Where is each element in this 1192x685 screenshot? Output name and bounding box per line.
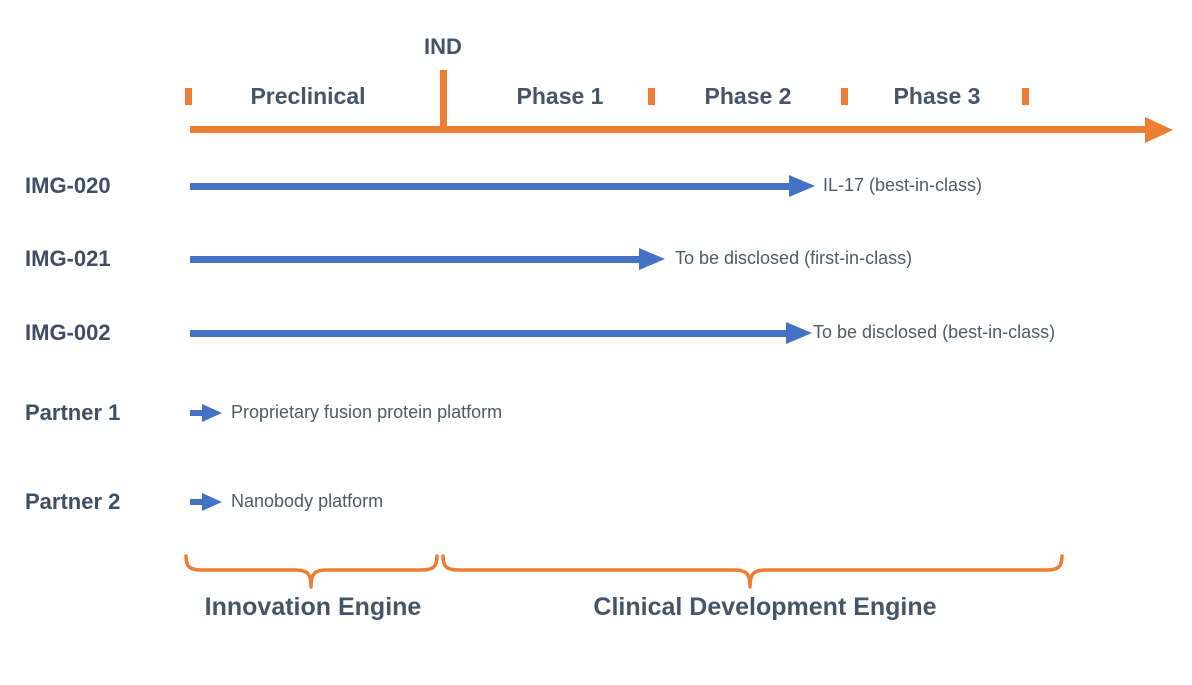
progress-arrow	[190, 322, 812, 344]
arrow-head-icon	[639, 248, 665, 270]
program-name: Partner 2	[25, 489, 121, 514]
ind-tick-mark	[440, 70, 447, 130]
innovation-engine-label: Innovation Engine	[204, 593, 422, 621]
arrow-shaft	[190, 183, 791, 190]
program-name: IMG-002	[25, 320, 111, 345]
innovation-engine-brace	[184, 554, 439, 589]
progress-arrow	[190, 493, 222, 511]
arrow-shaft	[190, 256, 641, 263]
phase-label-phase3: Phase 3	[893, 83, 981, 109]
phase-divider-tick	[185, 88, 192, 105]
progress-arrow	[190, 404, 222, 422]
phase-label-phase2: Phase 2	[704, 83, 792, 109]
arrow-head-icon	[202, 493, 222, 511]
phase-label-phase1: Phase 1	[516, 83, 604, 109]
arrow-head-icon	[789, 175, 815, 197]
program-annotation: To be disclosed (best-in-class)	[813, 322, 1056, 342]
program-name: IMG-020	[25, 173, 111, 198]
program-annotation: To be disclosed (first-in-class)	[675, 248, 913, 268]
program-name: Partner 1	[25, 400, 121, 425]
program-annotation: Proprietary fusion protein platform	[231, 402, 503, 422]
progress-arrow	[190, 248, 665, 270]
phase-label-preclinical: Preclinical	[250, 83, 366, 109]
arrow-head-icon	[202, 404, 222, 422]
program-annotation: Nanobody platform	[231, 491, 384, 511]
ind-label: IND	[424, 34, 462, 59]
progress-arrow	[190, 175, 815, 197]
program-name: IMG-021	[25, 246, 111, 271]
timeline-axis-arrowhead-icon	[1145, 117, 1173, 143]
timeline-axis	[190, 126, 1145, 133]
arrow-shaft	[190, 410, 204, 416]
clinical-engine-brace	[441, 554, 1064, 589]
program-annotation: IL-17 (best-in-class)	[823, 175, 983, 195]
phase-divider-tick	[648, 88, 655, 105]
arrow-shaft	[190, 330, 788, 337]
arrow-head-icon	[786, 322, 812, 344]
phase-divider-tick	[841, 88, 848, 105]
arrow-shaft	[190, 499, 204, 505]
clinical-engine-label: Clinical Development Engine	[593, 593, 937, 621]
phase-divider-tick	[1022, 88, 1029, 105]
